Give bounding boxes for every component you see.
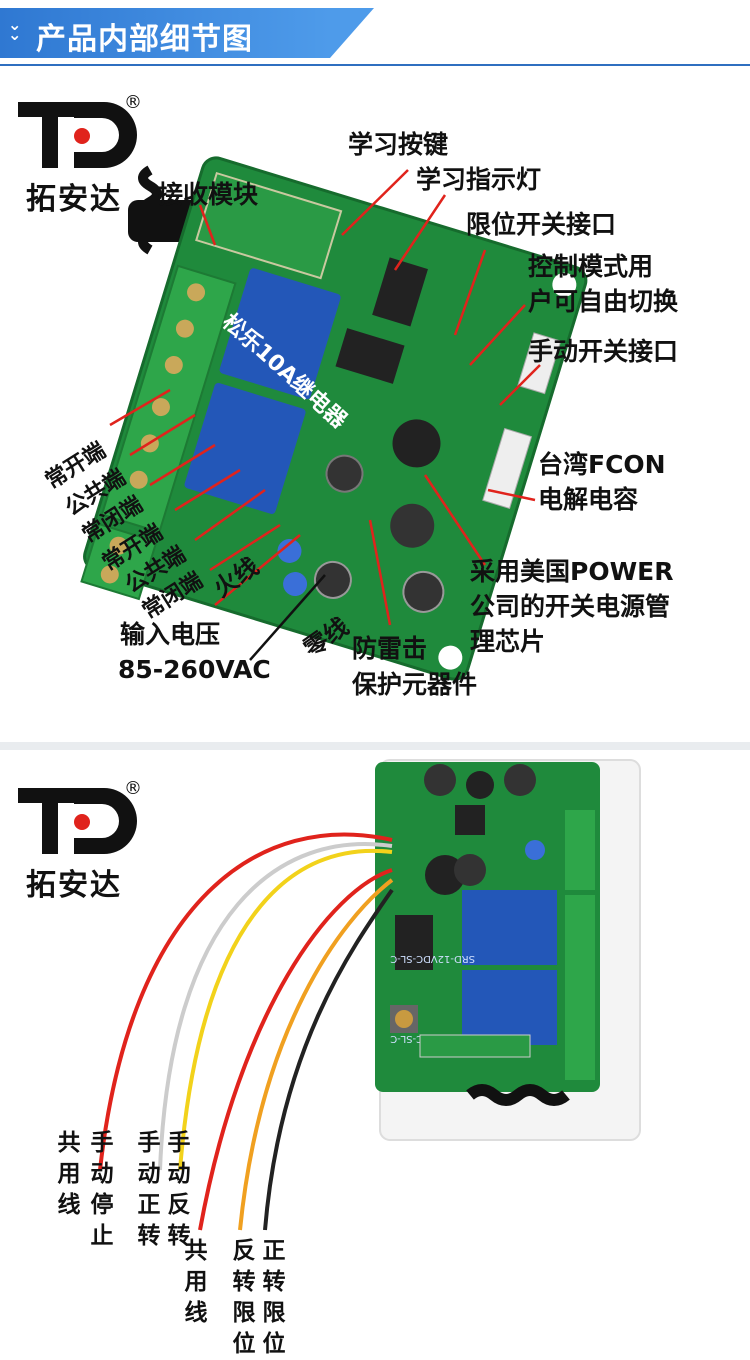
relay-2 (184, 382, 306, 514)
power-chip-label-3: 理芯片 (470, 627, 546, 656)
wire-label-reverse-limit: 反转限位 (232, 1238, 256, 1357)
wire-label-manual-forward: 手动正转 (137, 1130, 161, 1249)
wire-label-forward-limit: 正转限位 (262, 1238, 286, 1357)
banner-tail (330, 8, 374, 58)
limit-switch-port-label: 限位开关接口 (466, 210, 617, 239)
input-voltage-label-1: 输入电压 (120, 620, 221, 649)
neutral-pointer (249, 574, 326, 661)
manual-switch-port-label: 手动开关接口 (528, 337, 679, 366)
brand-logo-2: ® 拓安达 (18, 778, 168, 903)
td-logo-icon (18, 788, 137, 854)
relay-text: SRD-12VDC-SL-C (390, 953, 475, 964)
relay-2 (462, 970, 557, 1045)
capacitor-label-1: 台湾FCON (538, 450, 666, 479)
relay-1 (219, 268, 341, 400)
surge-label-2: 保护元器件 (352, 670, 478, 699)
wiring-illustration: SRD-12VDC-SL-C SRD-12VDC-SL-C (98, 759, 641, 1231)
control-mode-label-1: 控制模式用 (528, 252, 654, 281)
td-logo-icon (18, 102, 137, 168)
capacitor-label-2: 电解电容 (538, 485, 639, 514)
input-voltage-label-2: 85-260VAC (118, 655, 271, 684)
logo-text: 拓安达 (26, 868, 122, 903)
power-chip-label-2: 公司的开关电源管 (470, 592, 671, 621)
banner-underline (0, 64, 750, 66)
registered-mark: ® (124, 92, 142, 113)
receiver-module (195, 171, 343, 280)
logo-text: 拓安达 (26, 182, 122, 217)
learn-button-label: 学习按键 (348, 130, 449, 159)
wire-label-common-1: 共用线 (57, 1130, 81, 1218)
pcb-illustration (80, 156, 588, 681)
registered-mark: ® (124, 778, 142, 799)
relay-1 (462, 890, 557, 965)
surge-label-1: 防雷击 (352, 634, 428, 663)
control-mode-label-2: 户可自由切换 (528, 287, 679, 316)
section-divider (0, 742, 750, 750)
pointer-lines (109, 169, 541, 626)
wire-label-common-2: 共用线 (184, 1238, 208, 1326)
banner-title: 产品内部细节图 (36, 22, 253, 57)
brand-logo: ® 拓安达 (18, 92, 168, 217)
wire-bundle (98, 832, 394, 1231)
wire-label-manual-stop: 手动停止 (90, 1130, 114, 1249)
power-chip-label-1: 采用美国POWER (470, 557, 674, 586)
double-chevron-down-icon: ⌄⌄ (8, 15, 22, 44)
section-banner: ⌄⌄ 产品内部细节图 (0, 0, 750, 66)
wire-label-manual-reverse: 手动反转 (167, 1130, 191, 1249)
terminal-block (100, 264, 237, 534)
banner-bar (0, 8, 330, 58)
receiver-module-label: 接收模块 (158, 180, 259, 209)
learn-led-label: 学习指示灯 (416, 165, 542, 194)
